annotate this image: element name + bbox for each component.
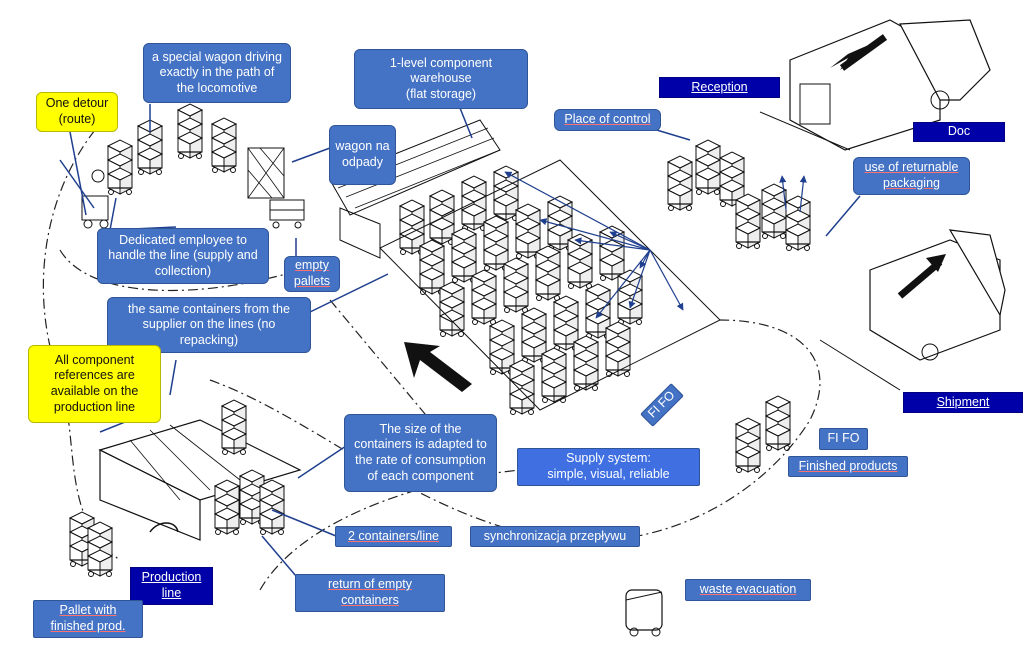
finished-products-trolleys <box>736 396 790 473</box>
label-two-containers: 2 containers/line <box>335 526 452 547</box>
label-reception: Reception <box>659 77 780 98</box>
label-synchronizacja: synchronizacja przepływu <box>470 526 640 547</box>
label-same-containers: the same containers from the supplier on… <box>107 297 311 353</box>
label-supply-system: Supply system: simple, visual, reliable <box>517 448 700 486</box>
label-doc: Doc <box>913 122 1005 142</box>
empty-pallets-trolley <box>269 199 305 229</box>
control-carts <box>668 140 810 251</box>
label-pallet-finished: Pallet with finished prod. <box>33 600 143 638</box>
waste-bin-icon <box>625 589 663 637</box>
label-wagon-na-odpady: wagon na odpady <box>329 125 396 185</box>
warehouse-floor-outline <box>379 159 721 411</box>
label-return-empty: return of empty containers <box>295 574 445 612</box>
label-place-of-control: Place of control <box>554 109 661 131</box>
label-one-detour: One detour (route) <box>36 92 118 132</box>
shipment-truck-icon <box>759 111 1006 391</box>
production-line-sketch <box>98 400 302 541</box>
label-warehouse: 1-level component warehouse (flat storag… <box>354 49 528 109</box>
label-container-size: The size of the containers is adapted to… <box>344 414 497 492</box>
locomotive-train-icon <box>108 104 285 199</box>
finished-pallet-trolley <box>70 512 112 577</box>
label-finished-products: Finished products <box>788 456 908 477</box>
label-fifo: FI FO <box>819 428 868 450</box>
label-empty-pallets: empty pallets <box>284 256 340 292</box>
label-production-line: Production line <box>130 567 213 605</box>
direction-arrow-icon <box>404 342 472 392</box>
forklift-icon <box>81 169 109 229</box>
reception-truck-icon <box>789 19 991 151</box>
label-waste-evacuation: waste evacuation <box>685 579 811 601</box>
label-shipment: Shipment <box>903 392 1023 413</box>
label-dedicated-employee: Dedicated employee to handle the line (s… <box>97 228 269 284</box>
label-special-wagon: a special wagon driving exactly in the p… <box>143 43 291 103</box>
fifo-arrows <box>504 171 684 319</box>
label-returnable-packaging: use of returnable packaging <box>853 157 970 195</box>
packaging-arrows <box>779 175 807 213</box>
label-all-components: All component references are available o… <box>28 345 161 423</box>
